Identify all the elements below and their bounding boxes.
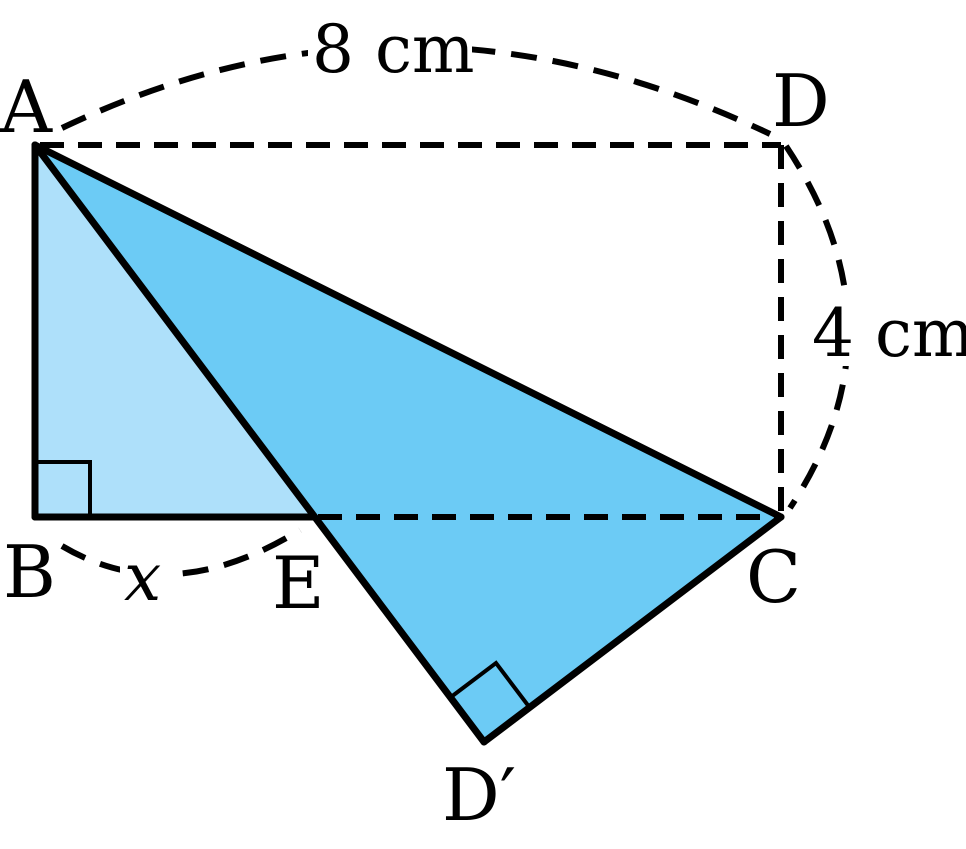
bg-right-measure	[808, 300, 966, 366]
label-c: C	[746, 535, 801, 619]
bg-top-measure	[308, 12, 472, 78]
segment-cd-prime	[480, 513, 785, 746]
label-e: E	[272, 541, 325, 625]
segment-ac	[31, 141, 785, 521]
arc-top-8cm	[60, 43, 772, 137]
triangle-ae-c-dprime	[35, 145, 781, 742]
label-b: B	[3, 530, 56, 614]
arc-right-4cm	[783, 144, 851, 510]
measure-bottom: x	[124, 539, 161, 616]
arc-bottom-x	[60, 527, 302, 578]
label-a: A	[0, 65, 53, 149]
measure-right: 4 cm	[812, 295, 966, 372]
segment-ad-prime	[31, 141, 488, 746]
bg-bottom-measure	[120, 548, 176, 606]
label-d: D	[772, 59, 830, 143]
right-angle-b	[35, 460, 92, 517]
right-angle-dprime	[449, 660, 532, 710]
label-d-prime: D′	[442, 753, 516, 837]
measure-top: 8 cm	[312, 11, 475, 88]
